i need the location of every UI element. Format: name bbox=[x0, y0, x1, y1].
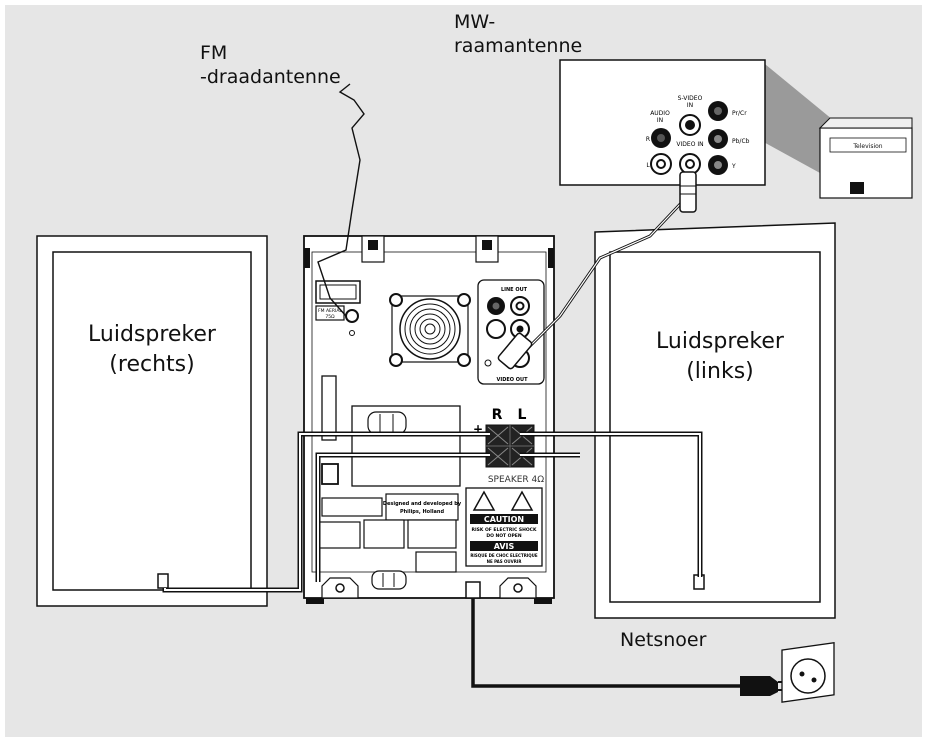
speaker-left-label: Luidspreker (links) bbox=[656, 329, 784, 384]
television-label: Television bbox=[852, 143, 882, 150]
svg-text:+: + bbox=[473, 422, 483, 436]
line-out-panel: LINE OUT VIDEO OUT bbox=[477, 279, 545, 385]
video-plug-tv bbox=[679, 171, 697, 213]
video-plug-unit bbox=[497, 332, 533, 370]
fm-antenna-label: FM -draadantenne bbox=[200, 42, 341, 88]
speaker-left bbox=[594, 222, 836, 619]
svg-text:CAUTION: CAUTION bbox=[484, 515, 524, 524]
fm-wire-antenna bbox=[317, 83, 365, 317]
svg-text:FM AERIAL: FM AERIAL bbox=[318, 308, 342, 314]
svg-text:L: L bbox=[646, 162, 650, 169]
power-cord-label: Netsnoer bbox=[620, 629, 707, 651]
main-unit-back: FM AERIAL 75Ω LINE OUT bbox=[303, 235, 555, 604]
svg-text:AVIS: AVIS bbox=[494, 542, 515, 551]
power-cord bbox=[471, 598, 745, 688]
svg-text:R: R bbox=[646, 136, 650, 143]
svg-text:RISQUE DE CHOC ELECTRIQUE: RISQUE DE CHOC ELECTRIQUE bbox=[470, 553, 538, 558]
speaker-out-socket-small bbox=[321, 463, 339, 485]
speaker-left-terminal bbox=[693, 574, 705, 590]
svg-text:Pb/Cb: Pb/Cb bbox=[732, 138, 750, 145]
wall-socket bbox=[781, 642, 835, 703]
svg-text:S-VIDEO: S-VIDEO bbox=[678, 95, 703, 102]
speaker-wires bbox=[162, 431, 703, 593]
svg-text:L: L bbox=[518, 407, 527, 423]
svg-text:AUDIO: AUDIO bbox=[650, 110, 670, 117]
fm-aerial-jack bbox=[345, 309, 359, 323]
bottom-mounting-feet bbox=[306, 577, 552, 604]
cooling-fan bbox=[389, 293, 471, 367]
svg-text:VIDEO IN: VIDEO IN bbox=[676, 141, 703, 148]
svg-text:LINE OUT: LINE OUT bbox=[501, 287, 528, 293]
svg-text:Philips, Holland: Philips, Holland bbox=[400, 509, 445, 515]
svg-text:Y: Y bbox=[731, 163, 736, 170]
tv-back-panel: AUDIO IN S-VIDEO IN VIDEO IN R L Pr/Cr P… bbox=[559, 59, 766, 186]
television: Television bbox=[818, 117, 913, 199]
svg-text:R: R bbox=[492, 407, 503, 423]
svg-text:IN: IN bbox=[687, 102, 693, 109]
svg-text:IN: IN bbox=[657, 117, 663, 124]
mw-antenna-label: MW- raamantenne bbox=[454, 11, 583, 57]
ac-inlet bbox=[465, 581, 481, 599]
svg-text:NE PAS OUVRIR: NE PAS OUVRIR bbox=[487, 559, 522, 564]
speaker-right-label: Luidspreker (rechts) bbox=[88, 322, 216, 377]
svg-text:75Ω: 75Ω bbox=[325, 314, 335, 320]
svg-text:Designed and developed by: Designed and developed by bbox=[383, 501, 462, 507]
speaker-right-terminal bbox=[157, 573, 169, 589]
svg-text:DO NOT OPEN: DO NOT OPEN bbox=[486, 533, 522, 539]
speaker-right bbox=[36, 235, 268, 607]
svg-text:VIDEO OUT: VIDEO OUT bbox=[496, 377, 528, 383]
caution-label: CAUTION RISK OF ELECTRIC SHOCK DO NOT OP… bbox=[465, 487, 543, 567]
svg-text:RISK OF ELECTRIC SHOCK: RISK OF ELECTRIC SHOCK bbox=[472, 527, 537, 533]
svg-text:Pr/Cr: Pr/Cr bbox=[732, 110, 747, 117]
svg-text:SPEAKER 4Ω: SPEAKER 4Ω bbox=[488, 475, 544, 485]
